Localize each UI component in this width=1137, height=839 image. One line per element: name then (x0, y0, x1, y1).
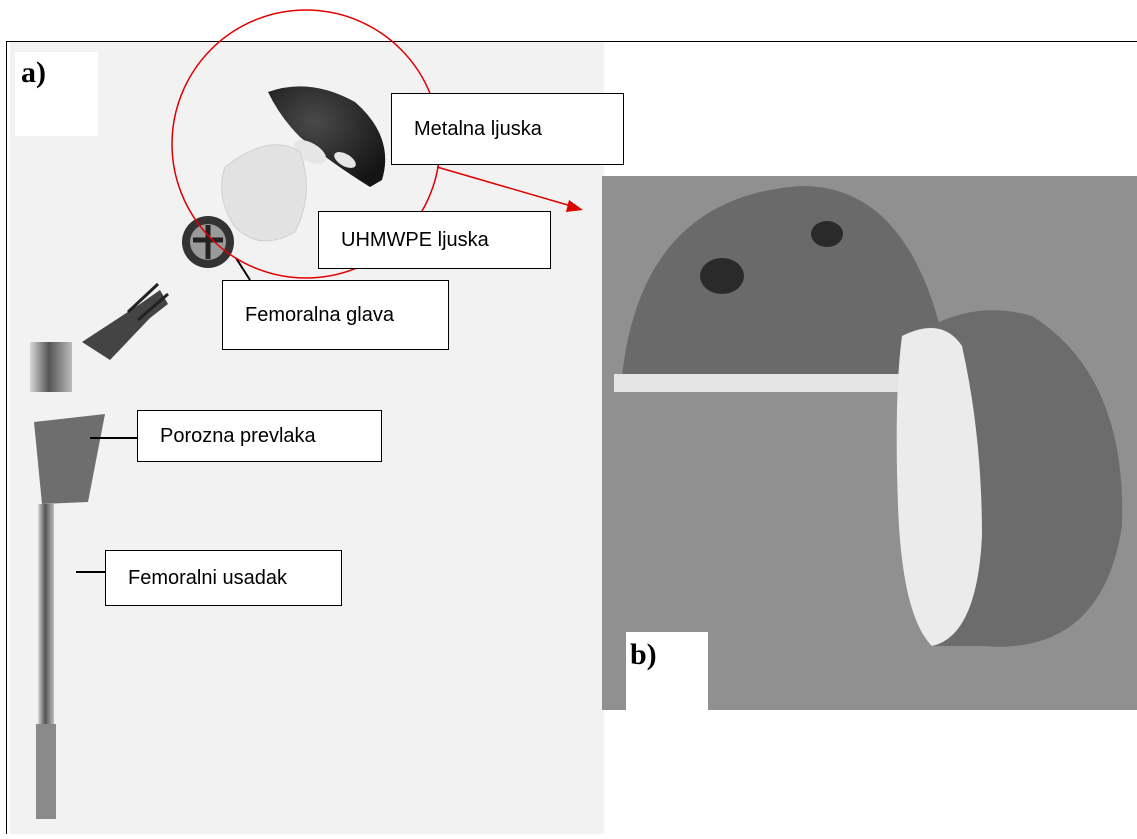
callout-metal-shell: Metalna ljuska (391, 93, 624, 165)
callout-porous-coating: Porozna prevlaka (137, 410, 382, 462)
callout-uhmwpe-shell: UHMWPE ljuska (318, 211, 551, 269)
highlight-arrow-line (437, 167, 578, 208)
callout-femoral-head: Femoralna glava (222, 280, 449, 350)
highlight-arrow-head (566, 200, 583, 212)
callout-femoral-stem: Femoralni usadak (105, 550, 342, 606)
